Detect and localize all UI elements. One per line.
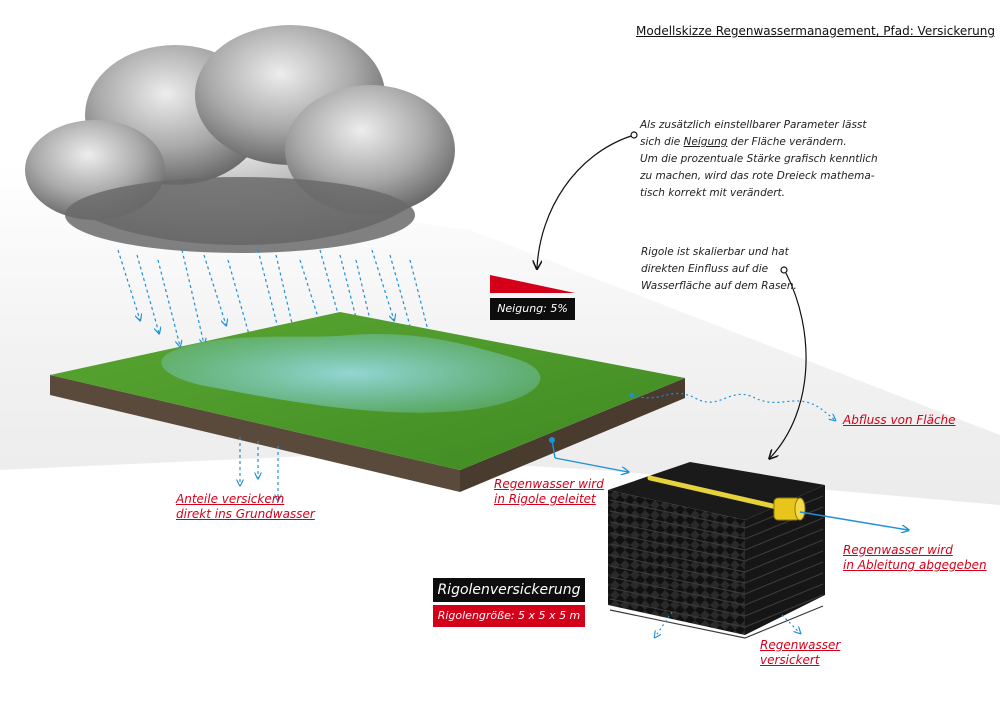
- rain-arrow-icon: [136, 254, 159, 333]
- rigole-note-line: Wasserfläche auf dem Rasen.: [641, 280, 797, 292]
- annotation-arrows: [537, 131, 807, 458]
- slope-note-line: Um die prozentuale Stärke grafisch kennt…: [640, 153, 878, 165]
- rigole-block-icon: [608, 462, 825, 639]
- slope-label: Neigung: 5%: [490, 298, 575, 320]
- cloud-icon: [25, 25, 455, 253]
- rigole-note-line: direkten Einfluss auf die: [641, 263, 769, 275]
- runoff-arrow: [631, 392, 835, 420]
- rigole-rib: [609, 550, 824, 584]
- slope-note-line: der Fläche verändern.: [730, 136, 847, 148]
- to-rigole-arrow: [551, 439, 556, 459]
- rigole-rib: [609, 594, 824, 628]
- infiltrated-label-line: Regenwasser: [760, 638, 841, 652]
- groundwater-label: Anteile versickern direkt ins Grundwasse…: [176, 492, 315, 522]
- rigole-rib: [609, 539, 824, 573]
- slope-triangle-icon: [490, 275, 575, 293]
- slope-note-line: tisch korrekt mit verändert.: [640, 187, 785, 199]
- page-title: Modellskizze Regenwassermanagement, Pfad…: [636, 24, 996, 38]
- drainage-label: Regenwasser wird in Ableitung abgegeben: [843, 543, 987, 573]
- pipe-icon: [773, 497, 806, 521]
- slope-note-line: sich die: [640, 136, 681, 148]
- rigole-title: Rigolenversickerung: [433, 578, 585, 602]
- drainage-label-line: in Ableitung abgegeben: [843, 558, 987, 572]
- rain-arrow-icon: [389, 254, 412, 333]
- rigole-rib: [609, 561, 824, 595]
- rain-arrow-icon: [157, 259, 180, 346]
- to-rigole-label-line: in Rigole geleitet: [494, 492, 596, 506]
- lawn-surface: [50, 312, 685, 492]
- rigole-note: Rigole ist skalierbar und hat direkten E…: [641, 244, 821, 295]
- slope-note-line: zu machen, wird das rote Dreieck mathema…: [640, 170, 875, 182]
- slope-note-keyword: Neigung: [683, 136, 728, 148]
- groundwater-arrows: [240, 437, 278, 500]
- infiltrated-label-line: versickert: [760, 653, 820, 667]
- rigole-size: Rigolengröße: 5 x 5 x 5 m: [433, 605, 585, 627]
- slope-note: Als zusätzlich einstellbarer Parameter l…: [640, 117, 880, 202]
- rigole-note-line: Rigole ist skalierbar und hat: [641, 246, 789, 258]
- rigole-rib: [609, 572, 824, 606]
- rain-arrow-icon: [117, 249, 140, 320]
- runoff-label: Abfluss von Fläche: [843, 413, 956, 427]
- drainage-label-line: Regenwasser wird: [843, 543, 953, 557]
- rigole-rib: [609, 605, 824, 639]
- rain-arrow-icon: [257, 249, 280, 336]
- drainage-arrow: [799, 511, 908, 530]
- groundwater-label-line: Anteile versickern: [176, 492, 285, 506]
- slope-note-line: Als zusätzlich einstellbarer Parameter l…: [640, 119, 867, 131]
- rigole-rib: [609, 517, 824, 551]
- infiltrated-label: Regenwasser versickert: [760, 638, 840, 668]
- rain-arrows: [117, 249, 432, 354]
- rigole-rib: [609, 528, 824, 562]
- rain-arrow-icon: [371, 249, 394, 320]
- rain-arrow-icon: [227, 259, 250, 338]
- groundwater-label-line: direkt ins Grundwasser: [176, 507, 315, 521]
- rain-arrow-icon: [203, 254, 226, 325]
- to-rigole-label: Regenwasser wird in Rigole geleitet: [494, 477, 604, 507]
- rain-arrow-icon: [181, 249, 204, 344]
- infiltration-arrows: [655, 611, 800, 637]
- rigole-rib: [609, 583, 824, 617]
- to-rigole-label-line: Regenwasser wird: [494, 477, 604, 491]
